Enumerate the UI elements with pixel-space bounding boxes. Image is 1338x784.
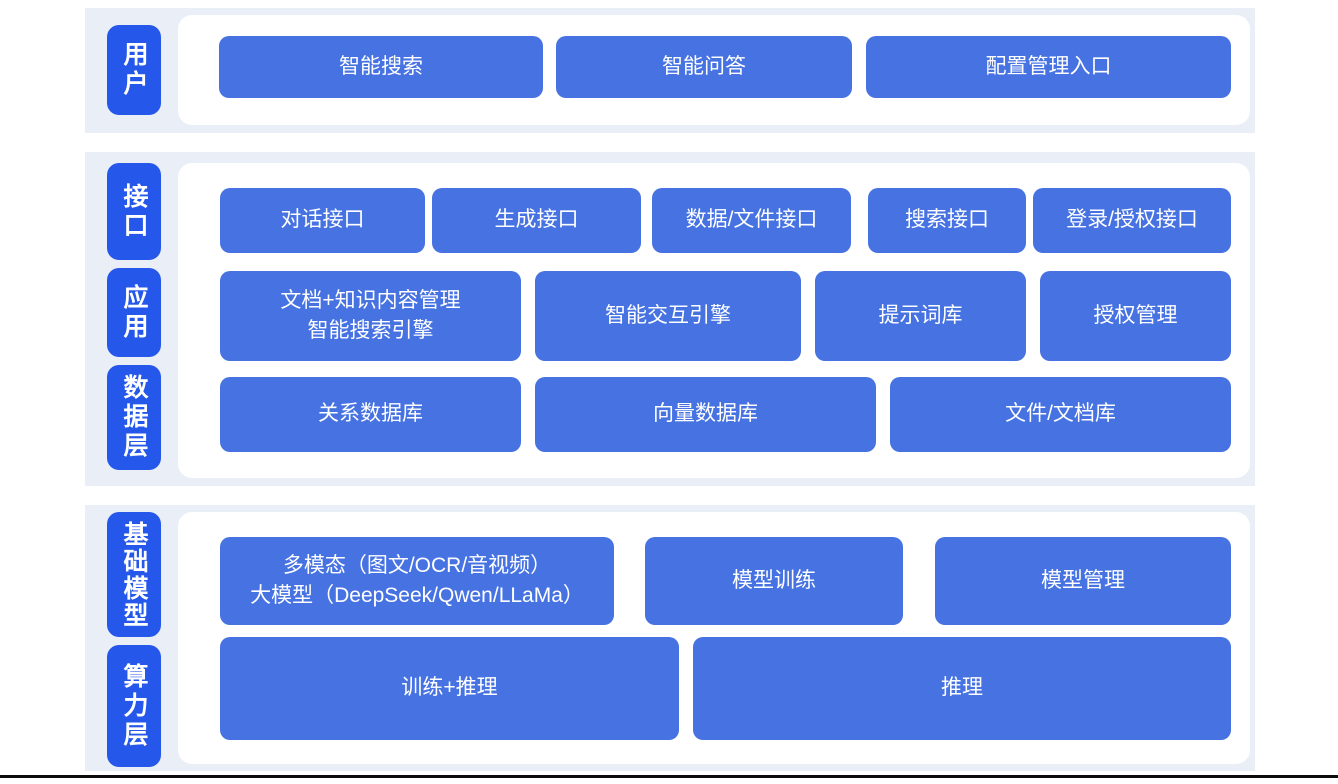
foundation-model-tab: 基础模型 bbox=[107, 512, 161, 637]
relational-db-block: 关系数据库 bbox=[220, 377, 521, 452]
interface-layer-tab: 接口 bbox=[107, 163, 161, 260]
application-layer-tab: 应用 bbox=[107, 268, 161, 357]
data-file-api-block: 数据/文件接口 bbox=[652, 188, 851, 253]
compute-layer-tab: 算力层 bbox=[107, 645, 161, 767]
vector-db-block: 向量数据库 bbox=[535, 377, 876, 452]
model-training-block: 模型训练 bbox=[645, 537, 903, 625]
auth-management-block: 授权管理 bbox=[1040, 271, 1231, 361]
multimodal-llm-block: 多模态（图文/OCR/音视频） 大模型（DeepSeek/Qwen/LLaMa） bbox=[220, 537, 614, 625]
user-layer-tab: 用户 bbox=[107, 25, 161, 115]
doc-knowledge-search-engine-block: 文档+知识内容管理 智能搜索引擎 bbox=[220, 271, 521, 361]
search-api-block: 搜索接口 bbox=[868, 188, 1026, 253]
login-auth-api-block: 登录/授权接口 bbox=[1033, 188, 1231, 253]
prompt-library-block: 提示词库 bbox=[815, 271, 1026, 361]
dialog-api-block: 对话接口 bbox=[220, 188, 425, 253]
generation-api-block: 生成接口 bbox=[432, 188, 641, 253]
config-management-entry-block: 配置管理入口 bbox=[866, 36, 1231, 98]
model-management-block: 模型管理 bbox=[935, 537, 1231, 625]
bottom-divider-line bbox=[0, 775, 1338, 778]
file-doc-store-block: 文件/文档库 bbox=[890, 377, 1231, 452]
data-layer-tab: 数据层 bbox=[107, 365, 161, 470]
inference-block: 推理 bbox=[693, 637, 1231, 740]
smart-interaction-engine-block: 智能交互引擎 bbox=[535, 271, 801, 361]
smart-qa-block: 智能问答 bbox=[556, 36, 852, 98]
smart-search-block: 智能搜索 bbox=[219, 36, 543, 98]
training-plus-inference-block: 训练+推理 bbox=[220, 637, 679, 740]
